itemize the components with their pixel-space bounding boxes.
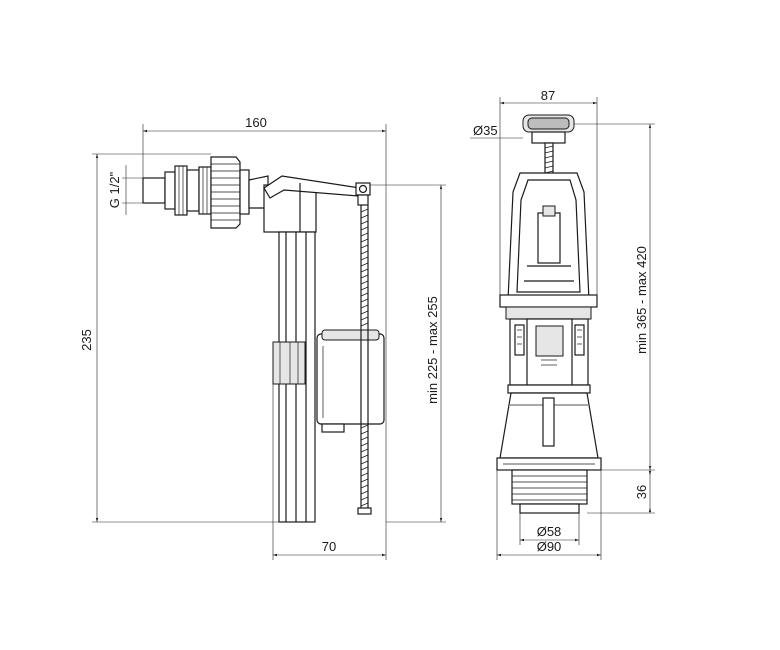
- flush-valve-outer-dia-label: Ø90: [537, 539, 562, 554]
- fill-valve-height-label: 235: [79, 329, 94, 351]
- fill-valve-adjust-rod: [357, 205, 372, 515]
- flush-valve-drawing: 87 Ø35 min 365 - max 420 36 Ø58 Ø90: [470, 88, 655, 560]
- flush-valve-button-label: Ø35: [473, 123, 498, 138]
- fill-valve-dimensions: [92, 124, 446, 560]
- fill-valve-adjust-label: min 225 - max 255: [425, 296, 440, 404]
- fill-valve-thread-label: G 1/2": [107, 171, 122, 208]
- fill-valve-head: [248, 175, 371, 233]
- flush-valve-thread-height-label: 36: [634, 485, 649, 499]
- flush-valve-adjust-label: min 365 - max 420: [634, 246, 649, 354]
- flush-valve-button: [522, 114, 575, 178]
- fill-valve-float: [316, 329, 385, 433]
- flush-valve-bowl: [496, 392, 602, 471]
- flush-valve-housing: [499, 172, 598, 320]
- fill-valve-width-label: 160: [245, 115, 267, 130]
- fill-valve-drawing: 160 G 1/2" 235 min 225 - max 255 70: [79, 115, 446, 560]
- fill-valve-inlet: [142, 165, 212, 216]
- fill-valve-base-label: 70: [322, 539, 336, 554]
- flush-valve-dimensions: [470, 97, 655, 560]
- fill-valve-nut: [210, 156, 250, 229]
- flush-valve-thread: [511, 469, 588, 514]
- flush-valve-inner-dia-label: Ø58: [537, 524, 562, 539]
- fill-valve-riser: [272, 231, 316, 523]
- flush-valve-cage: [507, 318, 591, 394]
- flush-valve-width-label: 87: [541, 88, 555, 103]
